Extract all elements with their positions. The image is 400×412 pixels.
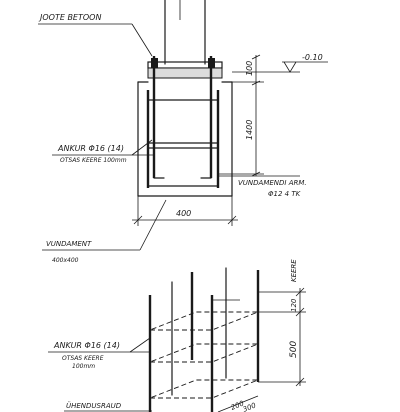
otsas-top-label: OTSAS KEERE 100mm: [60, 157, 127, 164]
uhendusraud-label: ÜHENDUSRAUD: [66, 401, 122, 410]
joote-betoon-callout: JOOTE BETOON: [38, 13, 153, 57]
otsas-bottom-label: OTSAS KEERE: [62, 355, 104, 362]
level-label: -0.10: [302, 53, 323, 62]
otsas-bottom-mm-label: 100mm: [72, 363, 95, 370]
ankur-top-callout: ANKUR Φ16 (14) OTSAS KEERE 100mm: [52, 139, 154, 164]
rebar-cage-isometric: [148, 267, 260, 412]
dim-100-label: 100: [245, 61, 254, 76]
dim-120-label: 120: [290, 298, 298, 312]
vundamendi-callout: VUNDAMENDI ARM. Φ12 4 TK: [218, 175, 307, 198]
foundation-section: [137, 56, 233, 197]
vundament-label: VUNDAMENT: [46, 240, 92, 248]
ankur-bottom-label: ANKUR Φ16 (14): [53, 341, 120, 350]
base-dimensions: 200 300: [217, 395, 259, 412]
dim-300-label: 300: [242, 401, 258, 412]
cage-dimensions: 120 KEERE 500: [258, 259, 306, 387]
dim-500-label: 500: [289, 341, 299, 358]
dim-400-label: 400: [176, 209, 191, 218]
vundamendi-size-label: Φ12 4 TK: [268, 190, 302, 198]
ankur-bottom-callout: ANKUR Φ16 (14) OTSAS KEERE 100mm: [48, 337, 151, 370]
joote-betoon-label: JOOTE BETOON: [38, 13, 101, 22]
uhendusraud-callout: ÜHENDUSRAUD: [64, 401, 152, 412]
vertical-dimensions: 100 1400: [218, 54, 264, 177]
vundament-size-label: 400x400: [52, 257, 79, 264]
vundament-callout: VUNDAMENT 400x400: [42, 199, 167, 264]
vundamendi-label: VUNDAMENDI ARM.: [238, 179, 307, 187]
width-dimension: 400: [132, 196, 238, 226]
ankur-top-label: ANKUR Φ16 (14): [57, 144, 124, 153]
level-marker: -0.10: [232, 53, 328, 73]
keere-label: KEERE: [290, 259, 298, 282]
dim-1400-label: 1400: [245, 120, 254, 140]
